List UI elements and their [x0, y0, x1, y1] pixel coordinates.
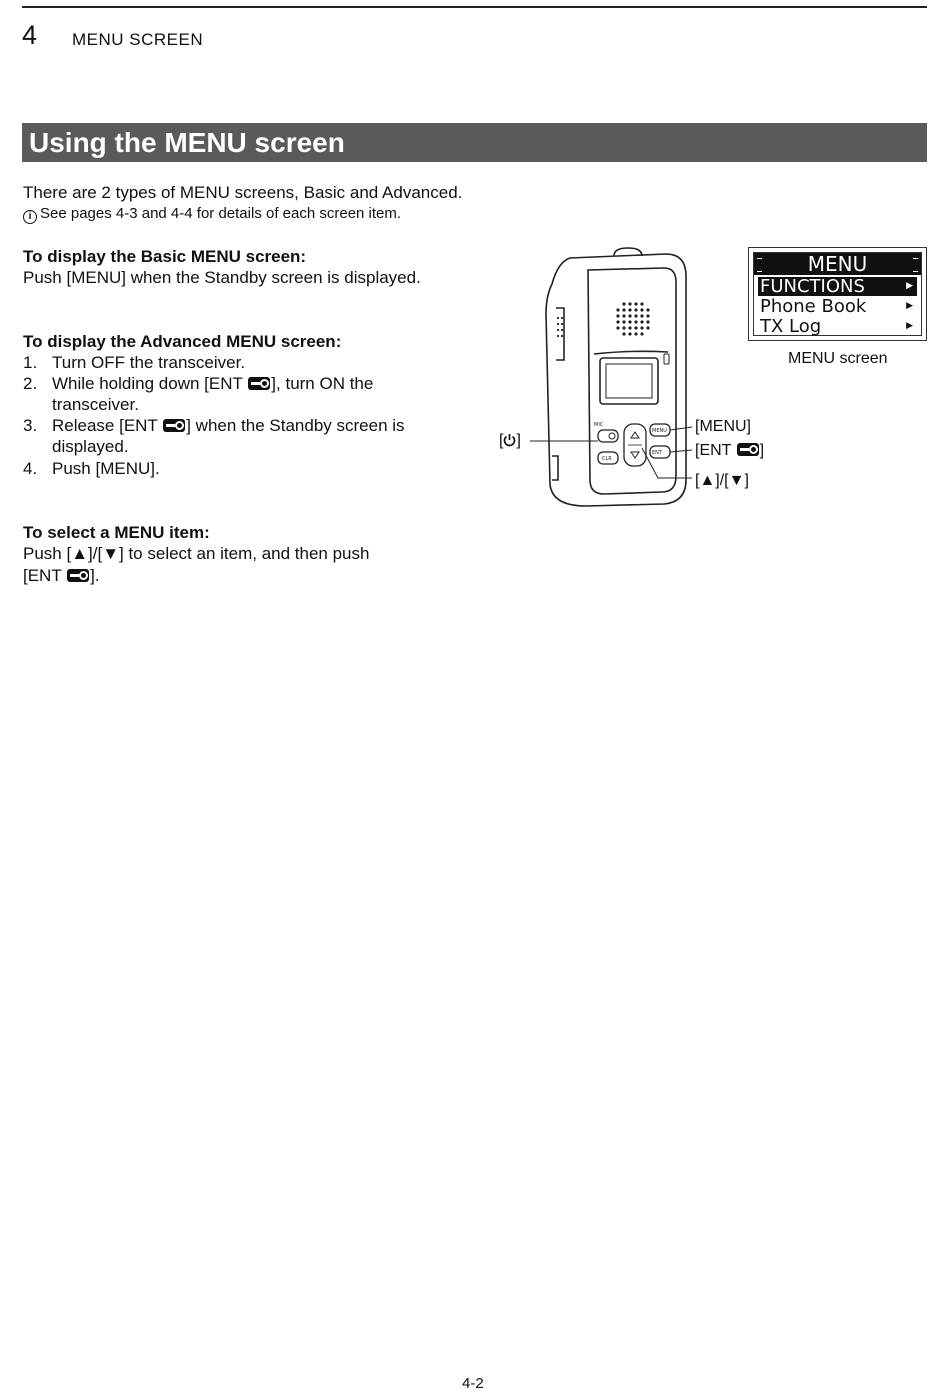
step-text: Push [MENU].: [52, 459, 160, 478]
side-clip: [556, 307, 565, 361]
menu-item-functions: FUNCTIONS ▶: [758, 277, 917, 296]
power-callout: []: [499, 431, 521, 453]
callout-text: ]: [759, 442, 765, 459]
step-text: displayed.: [52, 437, 129, 456]
device-face: [587, 267, 677, 495]
top-rule: [22, 6, 927, 8]
page-number: 4-2: [462, 1375, 484, 1392]
menu-item-tx-log: TX Log ▶: [758, 317, 917, 336]
ent-button-label: ENT: [652, 450, 663, 456]
menu-item-label: FUNCTIONS: [760, 276, 865, 297]
lcd-display-outline: [599, 357, 659, 405]
menu-callout: [MENU]: [695, 418, 751, 435]
scroll-mark-right: [913, 258, 918, 272]
step-number: 2.: [23, 374, 38, 393]
updown-callout: [▲]/[▼]: [695, 472, 749, 489]
info-icon: i: [23, 210, 37, 224]
menu-item-label: Phone Book: [760, 296, 867, 317]
step-text-part: While holding down [ENT: [52, 374, 248, 393]
device-body: [545, 253, 687, 507]
basic-text: Push [MENU] when the Standby screen is d…: [23, 268, 421, 287]
callout-text: [ENT: [695, 442, 736, 459]
step-number: 3.: [23, 416, 38, 435]
select-heading: To select a MENU item:: [23, 523, 210, 542]
menu-leader: [669, 426, 693, 431]
chevron-right-icon: ▶: [906, 301, 913, 311]
select-line-2: [ENT ].: [23, 565, 100, 586]
select-text-part: ].: [90, 566, 100, 585]
step-text-part: ], turn ON the: [271, 374, 374, 393]
step-text-part: Release [ENT: [52, 416, 163, 435]
step-text: Release [ENT ] when the Standby screen i…: [52, 415, 405, 436]
led: [663, 353, 670, 365]
updown-leader: [641, 447, 692, 479]
lcd-display-glass: [605, 363, 653, 399]
bracket: [: [499, 432, 504, 449]
side-strap: [552, 455, 559, 481]
key-icon: [163, 419, 186, 432]
select-line-1: Push [▲]/[▼] to select an item, and then…: [23, 544, 370, 563]
speaker-grille: [556, 302, 650, 338]
clr-button: [597, 451, 619, 465]
advanced-heading: To display the Advanced MENU screen:: [23, 332, 342, 351]
chevron-right-icon: ▶: [906, 321, 913, 331]
power-icon: [503, 433, 516, 453]
power-button: [597, 429, 619, 443]
section-title: Using the MENU screen: [22, 123, 927, 162]
ent-leader: [669, 449, 693, 453]
key-icon: [736, 443, 759, 456]
updown-button: [623, 423, 647, 467]
step-text: transceiver.: [52, 395, 139, 414]
menu-item-label: TX Log: [760, 316, 822, 337]
antenna-top: [613, 247, 643, 257]
key-icon: [67, 569, 90, 582]
mic-label: MIC: [594, 422, 604, 428]
select-text-part: [ENT: [23, 566, 67, 585]
step-number: 4.: [23, 459, 38, 478]
transceiver-illustration: MIC MENU ENT CLR: [530, 247, 693, 507]
key-icon: [248, 377, 271, 390]
scroll-mark-left: [757, 258, 762, 272]
menu-screen-title: MENU: [754, 253, 921, 275]
step-text-part: ] when the Standby screen is: [186, 416, 405, 435]
chapter-number: 4: [22, 20, 38, 50]
intro-line: There are 2 types of MENU screens, Basic…: [23, 183, 463, 202]
menu-screen-image: MENU FUNCTIONS ▶ Phone Book ▶ TX Log ▶: [748, 247, 927, 341]
step-number: 1.: [23, 353, 38, 372]
bracket: ]: [516, 432, 521, 449]
menu-screen-caption: MENU screen: [788, 350, 888, 367]
intro-note-text: See pages 4-3 and 4-4 for details of eac…: [40, 205, 402, 222]
clr-button-label: CLR: [602, 456, 612, 462]
chapter-title: MENU SCREEN: [72, 30, 204, 49]
step-text: While holding down [ENT ], turn ON the: [52, 373, 373, 394]
chevron-right-icon: ▶: [906, 281, 913, 291]
basic-heading: To display the Basic MENU screen:: [23, 247, 307, 266]
menu-screen-frame: MENU FUNCTIONS ▶ Phone Book ▶ TX Log ▶: [753, 252, 922, 336]
menu-button-label: MENU: [652, 428, 667, 434]
step-text: Turn OFF the transceiver.: [52, 353, 246, 372]
menu-item-phone-book: Phone Book ▶: [758, 297, 917, 316]
ent-callout: [ENT ]: [695, 441, 764, 461]
face-divider: [593, 350, 669, 355]
